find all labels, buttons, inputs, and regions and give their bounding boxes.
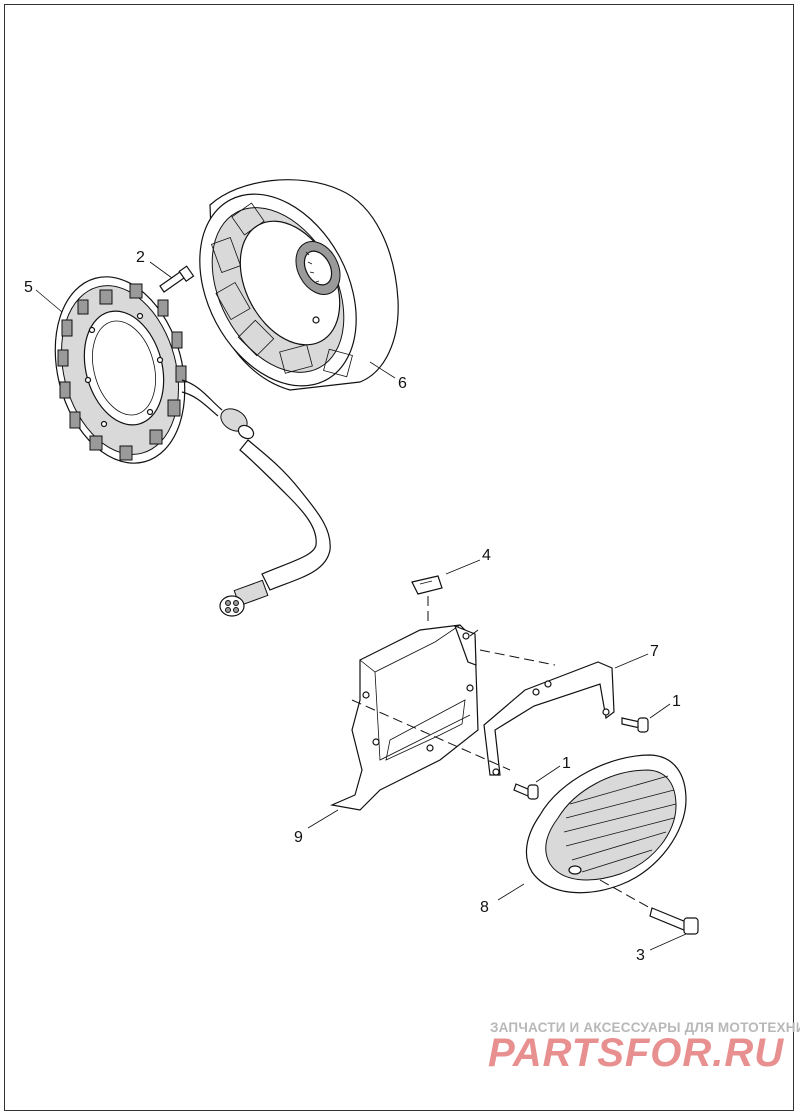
callout-8: 8 (480, 899, 489, 916)
watermark-logo: PARTSFOR.RU (488, 1031, 784, 1075)
stator-bolt (159, 265, 195, 293)
callout-2: 2 (136, 249, 145, 266)
regulator-screw (649, 907, 699, 935)
callout-7: 7 (650, 643, 659, 660)
stator-wiring-harness (181, 379, 331, 617)
watermark-tagline: ЗАПЧАСТИ И АКСЕССУАРЫ ДЛЯ МОТОТЕХНИКИ (490, 1020, 800, 1035)
callout-labels: 5 2 6 4 7 1 1 9 8 3 (24, 249, 681, 964)
regulator-mounting-bracket (329, 624, 479, 811)
voltage-regulator (525, 754, 687, 894)
watermark: ЗАПЧАСТИ И АКСЕССУАРЫ ДЛЯ МОТОТЕХНИКИ PA… (488, 1020, 800, 1075)
diagram-frame (4, 4, 794, 1111)
callout-1-lower: 1 (562, 755, 571, 772)
bracket-screw (513, 783, 539, 800)
callout-5: 5 (24, 279, 33, 296)
callout-3: 3 (636, 947, 645, 964)
callout-9: 9 (294, 829, 303, 846)
brace-screw (621, 717, 649, 733)
retaining-clip (411, 575, 443, 595)
stator (54, 276, 187, 464)
callout-1-upper: 1 (672, 693, 681, 710)
callout-6: 6 (398, 375, 407, 392)
leader-lines (35, 261, 687, 951)
rotor (199, 179, 399, 391)
callout-4: 4 (482, 547, 491, 564)
regulator-brace (483, 661, 615, 776)
